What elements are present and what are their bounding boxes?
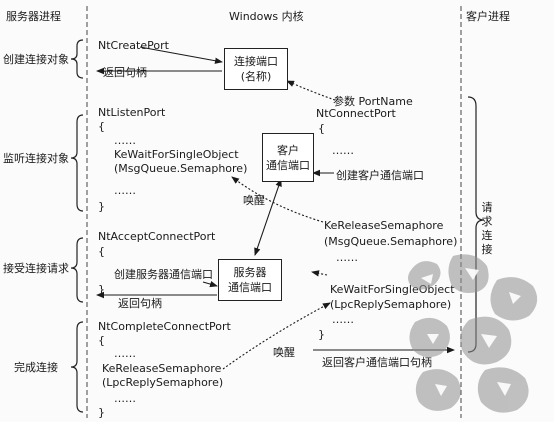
nt-accept-connect-port-label: NtAcceptConnectPort [98, 230, 216, 243]
code-brace-open: { [98, 334, 105, 347]
arrow-create-to-port [139, 46, 223, 64]
code-brace-close: } [318, 328, 325, 341]
watermark-image [408, 254, 538, 413]
ke-wait-label: KeWaitForSingleObject [114, 148, 239, 161]
stage-listen: 监听连接对象 [3, 152, 69, 165]
lpc-reply-semaphore-label: (LpcReplySemaphore) [102, 376, 224, 389]
create-server-port-label: 创建服务器通信端口 [114, 268, 213, 281]
ke-release-label: KeReleaseSemaphore [102, 362, 222, 375]
code-brace-close: } [98, 406, 105, 419]
wake-label-2: 唤醒 [273, 346, 295, 359]
column-header-client: 客户进程 [466, 10, 510, 23]
wake-label-1: 唤醒 [243, 194, 265, 207]
ke-release-label: KeReleaseSemaphore [324, 219, 444, 232]
return-handle-label-1: 返回句柄 [103, 66, 147, 79]
column-header-kernel: Windows 内核 [229, 10, 304, 23]
nt-create-port-label: NtCreatePort [98, 39, 169, 52]
request-connect-label: 请求连接 [481, 201, 493, 256]
code-brace-open: { [98, 120, 105, 133]
msgqueue-semaphore-label: (MsgQueue.Semaphore) [324, 235, 458, 248]
brace-accept [70, 237, 84, 303]
return-handle-label-2: 返回句柄 [118, 297, 162, 310]
connect-port-box: 连接端口 (名称) [224, 48, 288, 90]
connect-port-name: 连接端口 [234, 55, 278, 68]
client-port-name-line1: 客户 [277, 143, 299, 157]
server-port-name-line2: 通信端口 [228, 281, 272, 294]
code-brace-close: } [98, 283, 105, 296]
code-ellipsis: …… [332, 313, 354, 326]
code-brace-open: { [98, 245, 105, 258]
create-client-port-label: 创建客户通信端口 [336, 169, 424, 182]
code-brace-close: } [98, 200, 105, 213]
server-port-box: 服务器 通信端口 [218, 259, 282, 301]
stage-accept: 接受连接请求 [3, 262, 69, 275]
arrow-lpc-pointer [311, 270, 328, 277]
msgqueue-semaphore-label: (MsgQueue.Semaphore) [114, 162, 248, 175]
lpc-reply-semaphore-label: (LpcReplySemaphore) [330, 298, 452, 311]
stage-create: 创建连接对象 [3, 53, 69, 66]
nt-complete-connect-port-label: NtCompleteConnectPort [98, 320, 231, 333]
code-ellipsis: …… [114, 184, 136, 197]
return-client-handle-label: 返回客户通信端口句柄 [322, 356, 432, 369]
code-ellipsis: …… [336, 251, 358, 264]
connect-port-subtitle: (名称) [240, 70, 272, 83]
code-ellipsis: …… [114, 347, 136, 360]
server-port-name-line1: 服务器 [233, 266, 267, 279]
watermark-seal [393, 250, 554, 422]
column-header-server: 服务器进程 [6, 10, 61, 23]
arrow-portname [286, 80, 336, 101]
arrow-ports-link [254, 178, 282, 256]
client-port-name-line2: 通信端口 [266, 158, 310, 172]
arrow-wake-2 [222, 302, 331, 370]
code-ellipsis: …… [114, 392, 136, 405]
nt-listen-port-label: NtListenPort [98, 106, 166, 119]
code-brace-open: { [318, 122, 325, 135]
code-ellipsis: …… [332, 144, 354, 157]
brace-listen [70, 114, 84, 212]
arrow-create-server-port [202, 281, 218, 288]
code-ellipsis: …… [114, 134, 136, 147]
brace-complete [70, 321, 84, 413]
client-port-box: 客户 通信端口 [262, 133, 314, 182]
param-portname-label: 参数 PortName [333, 95, 413, 108]
stage-complete: 完成连接 [14, 361, 58, 374]
nt-connect-port-label: NtConnectPort [316, 107, 396, 120]
brace-create [70, 39, 84, 79]
